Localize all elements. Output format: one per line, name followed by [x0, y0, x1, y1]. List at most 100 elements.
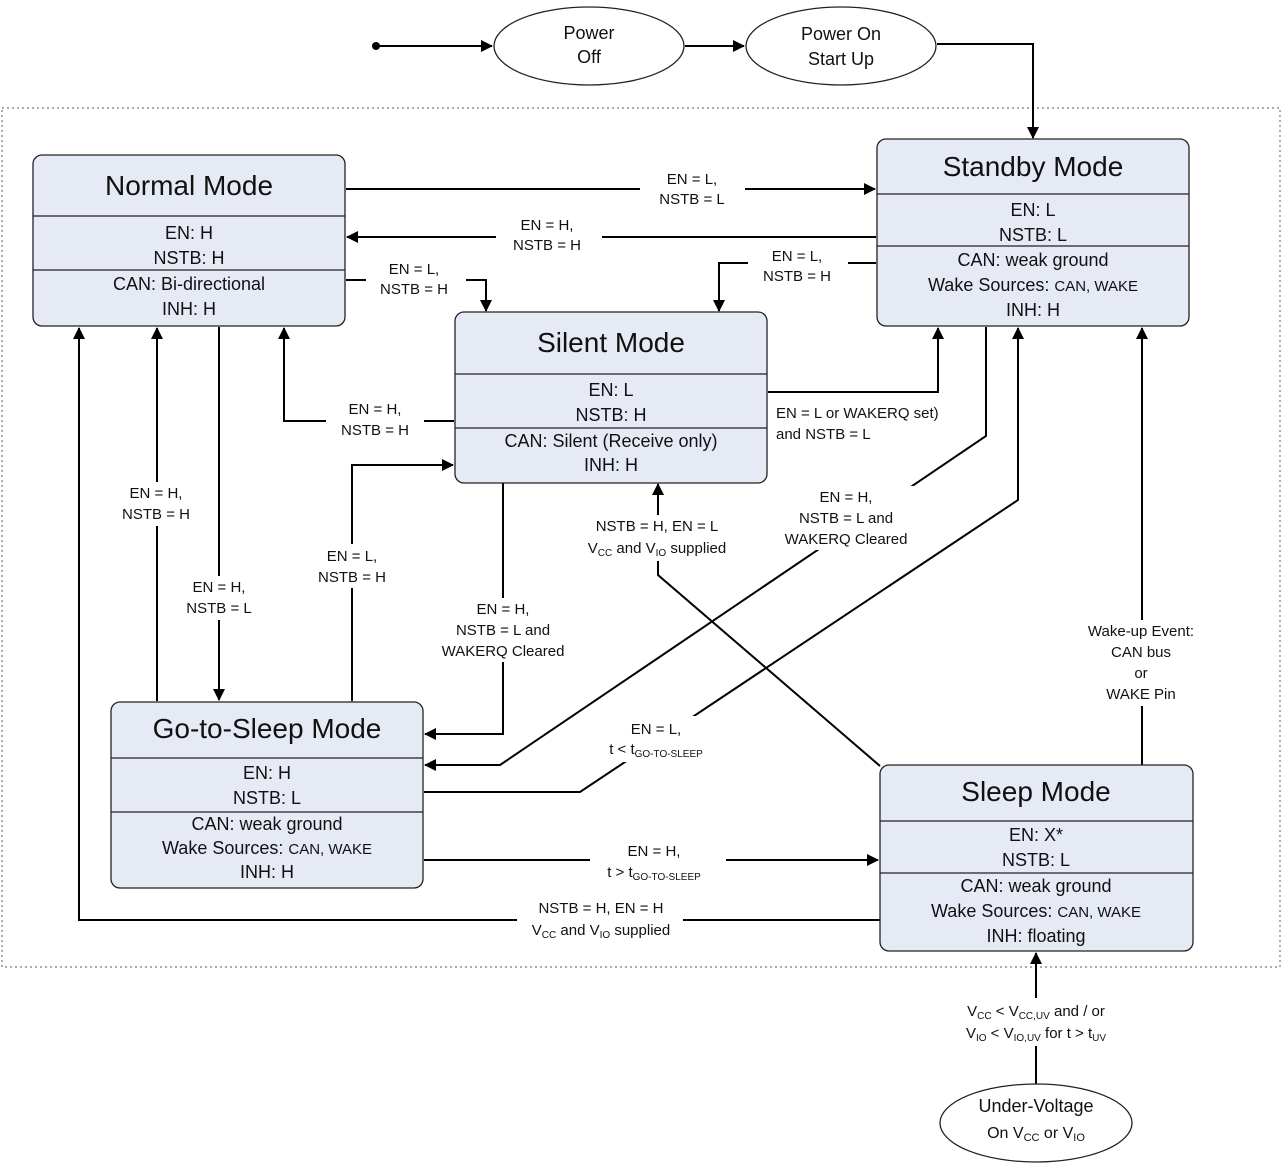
power-on-line1: Power On — [801, 24, 881, 44]
go-to-sleep-mode-can: CAN: weak ground — [191, 814, 342, 834]
under-voltage-node: Under-Voltage On VCC or VIO — [939, 1083, 1133, 1163]
wire-poweron-to-standby — [937, 43, 1039, 139]
label-sleep-to-normal: NSTB = H, EN = H VCC and VIO supplied — [517, 897, 683, 943]
normal-mode-en: EN: H — [165, 223, 213, 243]
svg-text:NSTB = L and: NSTB = L and — [799, 510, 893, 527]
label-normal-to-gts: EN = H, NSTB = L — [172, 576, 268, 620]
go-to-sleep-mode-inh: INH: H — [240, 862, 294, 882]
label-silent-to-normal: EN = H, NSTB = H — [326, 398, 424, 442]
svg-text:NSTB = H, EN = L: NSTB = H, EN = L — [596, 518, 719, 535]
label-silent-to-gts: EN = H, NSTB = L and WAKERQ Cleared — [428, 598, 578, 662]
svg-text:EN = L,: EN = L, — [772, 248, 822, 265]
sleep-mode-state: Sleep Mode EN: X* NSTB: L CAN: weak grou… — [879, 764, 1194, 952]
standby-mode-nstb: NSTB: L — [999, 225, 1067, 245]
svg-text:EN = H,: EN = H, — [130, 485, 183, 502]
power-on-node: Power On Start Up — [745, 6, 937, 86]
svg-text:NSTB = H: NSTB = H — [763, 268, 831, 285]
svg-text:NSTB = L: NSTB = L — [659, 191, 724, 208]
svg-text:EN = H,: EN = H, — [193, 579, 246, 596]
power-off-line2: Off — [577, 47, 602, 67]
svg-text:NSTB = H, EN = H: NSTB = H, EN = H — [538, 900, 663, 917]
label-normal-to-silent: EN = L, NSTB = H — [366, 258, 466, 302]
svg-text:EN = L,: EN = L, — [327, 548, 377, 565]
svg-text:EN = H,: EN = H, — [820, 489, 873, 506]
svg-text:or: or — [1134, 665, 1147, 682]
svg-text:CAN bus: CAN bus — [1111, 644, 1171, 661]
go-to-sleep-mode-state: Go-to-Sleep Mode EN: H NSTB: L CAN: weak… — [110, 701, 424, 889]
svg-text:Wake-up Event:: Wake-up Event: — [1088, 623, 1194, 640]
sleep-mode-wake: Wake Sources: CAN, WAKE — [931, 901, 1141, 921]
standby-mode-state: Standby Mode EN: L NSTB: L CAN: weak gro… — [876, 138, 1190, 327]
silent-mode-inh: INH: H — [584, 455, 638, 475]
label-gts-to-sleep: EN = H, t > tGO-TO-SLEEP — [590, 840, 726, 884]
wire-sleep-to-silent — [652, 483, 881, 767]
sleep-mode-nstb: NSTB: L — [1002, 850, 1070, 870]
svg-text:NSTB = L and: NSTB = L and — [456, 622, 550, 639]
power-off-line1: Power — [563, 23, 614, 43]
label-gts-to-standby: EN = L, t < tGO-TO-SLEEP — [592, 716, 720, 762]
normal-mode-title: Normal Mode — [105, 170, 273, 201]
under-voltage-line2: On VCC or VIO — [987, 1125, 1085, 1144]
standby-mode-en: EN: L — [1010, 200, 1055, 220]
standby-mode-inh: INH: H — [1006, 300, 1060, 320]
svg-text:EN = L or WAKERQ set): EN = L or WAKERQ set) — [776, 405, 939, 422]
svg-text:VCC < VCC,UV and / or: VCC < VCC,UV and / or — [967, 1003, 1105, 1022]
label-undervoltage-to-sleep: VCC < VCC,UV and / or VIO < VIO,UV for t… — [946, 998, 1126, 1046]
normal-mode-inh: INH: H — [162, 299, 216, 319]
wire-gts-to-standby — [424, 327, 1024, 793]
silent-mode-title: Silent Mode — [537, 327, 685, 358]
svg-text:VCC and VIO supplied: VCC and VIO supplied — [532, 922, 670, 941]
svg-text:WAKERQ Cleared: WAKERQ Cleared — [442, 643, 565, 660]
svg-text:EN = H,: EN = H, — [349, 401, 402, 418]
wire-silent-to-gts — [424, 483, 504, 740]
svg-text:t > tGO-TO-SLEEP: t > tGO-TO-SLEEP — [607, 864, 701, 883]
normal-mode-state: Normal Mode EN: H NSTB: H CAN: Bi-direct… — [32, 154, 346, 327]
normal-mode-can: CAN: Bi-directional — [113, 274, 265, 294]
power-on-line2: Start Up — [808, 49, 874, 69]
svg-text:NSTB = H: NSTB = H — [513, 237, 581, 254]
power-off-node: Power Off — [493, 6, 685, 86]
svg-text:WAKERQ Cleared: WAKERQ Cleared — [785, 531, 908, 548]
svg-text:NSTB = H: NSTB = H — [318, 569, 386, 586]
wire-gts-to-silent — [351, 459, 454, 701]
sleep-mode-can: CAN: weak ground — [960, 876, 1111, 896]
svg-text:NSTB = H: NSTB = H — [341, 422, 409, 439]
svg-text:and NSTB = L: and NSTB = L — [776, 426, 871, 443]
go-to-sleep-mode-wake: Wake Sources: CAN, WAKE — [162, 838, 372, 858]
svg-text:EN = L,: EN = L, — [631, 721, 681, 738]
under-voltage-line1: Under-Voltage — [978, 1096, 1093, 1116]
silent-mode-can: CAN: Silent (Receive only) — [504, 431, 717, 451]
silent-mode-state: Silent Mode EN: L NSTB: H CAN: Silent (R… — [454, 311, 768, 484]
svg-text:EN = H,: EN = H, — [521, 217, 574, 234]
svg-text:NSTB = H: NSTB = H — [380, 281, 448, 298]
go-to-sleep-mode-en: EN: H — [243, 763, 291, 783]
label-sleep-to-standby: Wake-up Event: CAN bus or WAKE Pin — [1076, 620, 1208, 706]
label-standby-to-silent: EN = L, NSTB = H — [748, 243, 848, 287]
standby-mode-title: Standby Mode — [943, 151, 1124, 182]
svg-text:NSTB = L: NSTB = L — [186, 600, 251, 617]
sleep-mode-title: Sleep Mode — [961, 776, 1110, 807]
label-standby-to-gts: EN = H, NSTB = L and WAKERQ Cleared — [772, 486, 922, 550]
sleep-mode-inh: INH: floating — [986, 926, 1085, 946]
svg-text:EN = L,: EN = L, — [389, 261, 439, 278]
go-to-sleep-mode-title: Go-to-Sleep Mode — [153, 713, 382, 744]
label-gts-to-silent: EN = L, NSTB = H — [304, 544, 400, 588]
label-silent-to-standby: EN = L or WAKERQ set) and NSTB = L — [776, 405, 939, 443]
silent-mode-nstb: NSTB: H — [575, 405, 646, 425]
label-normal-to-standby: EN = L, NSTB = L — [640, 166, 745, 210]
svg-text:WAKE Pin: WAKE Pin — [1106, 686, 1175, 703]
svg-text:VIO < VIO,UV for t > tUV: VIO < VIO,UV for t > tUV — [966, 1025, 1106, 1044]
svg-text:t < tGO-TO-SLEEP: t < tGO-TO-SLEEP — [609, 741, 703, 760]
label-gts-to-normal: EN = H, NSTB = H — [108, 482, 204, 526]
normal-mode-nstb: NSTB: H — [153, 248, 224, 268]
standby-mode-can: CAN: weak ground — [957, 250, 1108, 270]
transition-wires — [73, 40, 1148, 1085]
wire-silent-to-standby — [768, 327, 944, 393]
svg-text:NSTB = H: NSTB = H — [122, 506, 190, 523]
svg-text:EN = L,: EN = L, — [667, 171, 717, 188]
go-to-sleep-mode-nstb: NSTB: L — [233, 788, 301, 808]
operating-frame — [1, 107, 1281, 968]
wire-standby-to-gts — [424, 327, 987, 771]
silent-mode-en: EN: L — [588, 380, 633, 400]
